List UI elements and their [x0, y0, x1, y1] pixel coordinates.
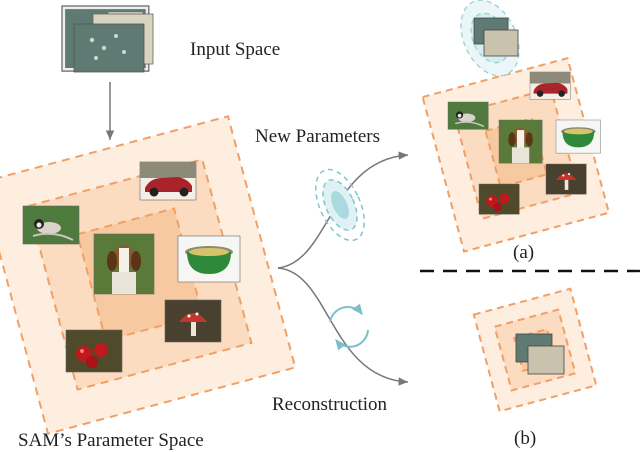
cycle-icon: [329, 303, 369, 351]
mushroom-image: [164, 299, 222, 343]
red-car-image: [139, 161, 197, 201]
berries-image: [65, 329, 123, 373]
reconstruction-label: Reconstruction: [272, 394, 388, 415]
panel-b-label: (b): [514, 428, 536, 449]
reconstruction-arrow: [277, 267, 409, 386]
beagle-image: [93, 233, 155, 295]
input-space-images: [61, 5, 154, 73]
new-parameters-label: New Parameters: [255, 126, 380, 147]
input-space-label: Input Space: [190, 39, 280, 60]
gaussian-distribution-icon: [315, 168, 365, 242]
panel-a-label: (a): [513, 242, 534, 263]
chickadee-image: [22, 205, 80, 245]
panel-a: [421, 0, 611, 253]
panel-b: [472, 287, 598, 413]
parameter-space-label: SAM’s Parameter Space: [18, 430, 204, 451]
green-pot-image: [177, 235, 241, 283]
